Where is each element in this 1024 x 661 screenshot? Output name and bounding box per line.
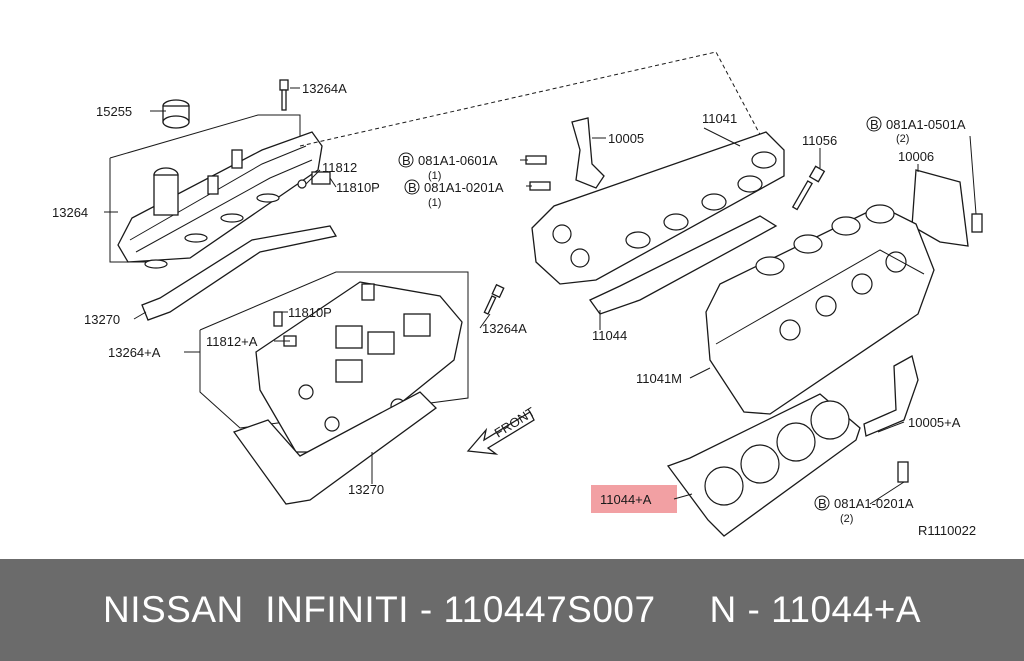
label-11044-plus-a: 11044+A: [600, 492, 652, 507]
dashed-leader-cover-to-manifold: [299, 51, 765, 147]
label-13270-bottom: 13270: [348, 482, 384, 497]
label-11810p-2: 11810P: [288, 305, 332, 320]
label-081a1-0501a-qty: (2): [896, 133, 909, 145]
bolt-marker-b-4: B: [818, 496, 827, 511]
bracket-10005a-part: [863, 355, 919, 437]
label-13264-plus-a: 13264+A: [108, 345, 161, 360]
head-gasket-11044a-part: [666, 393, 861, 537]
bolt-marker-b-3: B: [870, 117, 879, 132]
label-13264: 13264: [52, 205, 88, 220]
footer-banner: NISSAN INFINITI - 110447S007 N - 11044+A: [0, 559, 1024, 661]
label-081a1-0201a-b: 081A1-0201A: [834, 496, 914, 511]
bolt-0201a-lower-part: [897, 461, 909, 483]
leader-lines: [104, 87, 977, 505]
bolt-0501a-part: [971, 213, 983, 233]
bolt-marker-b-1: B: [402, 153, 411, 168]
bracket-10006-part: [911, 169, 969, 247]
label-13264a-mid: 13264A: [482, 321, 527, 336]
reference-code: R1110022: [918, 523, 976, 538]
label-13270-left: 13270: [84, 312, 120, 327]
bolt-11056-part: [791, 165, 826, 211]
label-081a1-0601a: 081A1-0601A: [418, 153, 498, 168]
label-11041: 11041: [702, 111, 737, 126]
label-13264a-top: 13264A: [302, 81, 347, 96]
pcv-valve-upper-part: [297, 171, 331, 189]
footer-part-number: NISSAN INFINITI - 110447S007 N - 11044+A: [102, 589, 922, 630]
label-10005: 10005: [608, 131, 644, 146]
label-11812: 11812: [322, 160, 357, 175]
label-11810p: 11810P: [336, 180, 380, 195]
upper-valve-cover-part: [117, 131, 323, 269]
bolt-0201a-upper-part: [529, 181, 551, 191]
cylinder-head-main-part: [705, 204, 935, 415]
bolt-0601a-part: [525, 155, 547, 165]
highlight-box-11044a: [591, 485, 677, 513]
label-11041m: 11041M: [636, 371, 682, 386]
bolt-13264a-mid-part: [483, 283, 505, 315]
label-081a1-0601a-qty: (1): [428, 170, 441, 182]
exploded-parts-diagram: 15255 13264A 13264 11812 11810P 13270 11…: [52, 51, 983, 538]
lower-gasket-part: [232, 391, 437, 505]
group-frame-lower-cover: [199, 271, 469, 429]
bracket-10005-part: [571, 117, 605, 189]
front-arrow: [466, 411, 535, 455]
bolt-marker-b-2: B: [408, 180, 417, 195]
label-11812-plus-a: 11812+A: [206, 334, 258, 349]
label-11056: 11056: [802, 133, 837, 148]
label-081a1-0201a-b-qty: (2): [840, 513, 853, 525]
label-10005-plus-a: 10005+A: [908, 415, 961, 430]
cylinder-head-upper-part: [531, 131, 785, 285]
upper-gasket-part: [141, 225, 338, 321]
label-15255: 15255: [96, 104, 132, 119]
label-081a1-0501a: 081A1-0501A: [886, 117, 966, 132]
bolt-marker-circles: [398, 116, 882, 511]
label-081a1-0201a-qty: (1): [428, 197, 441, 209]
bolt-13264a-top-part: [279, 79, 289, 111]
label-10006: 10006: [898, 149, 934, 164]
label-11044: 11044: [592, 328, 627, 343]
label-081a1-0201a: 081A1-0201A: [424, 180, 504, 195]
oil-filler-cap-part: [162, 99, 190, 129]
